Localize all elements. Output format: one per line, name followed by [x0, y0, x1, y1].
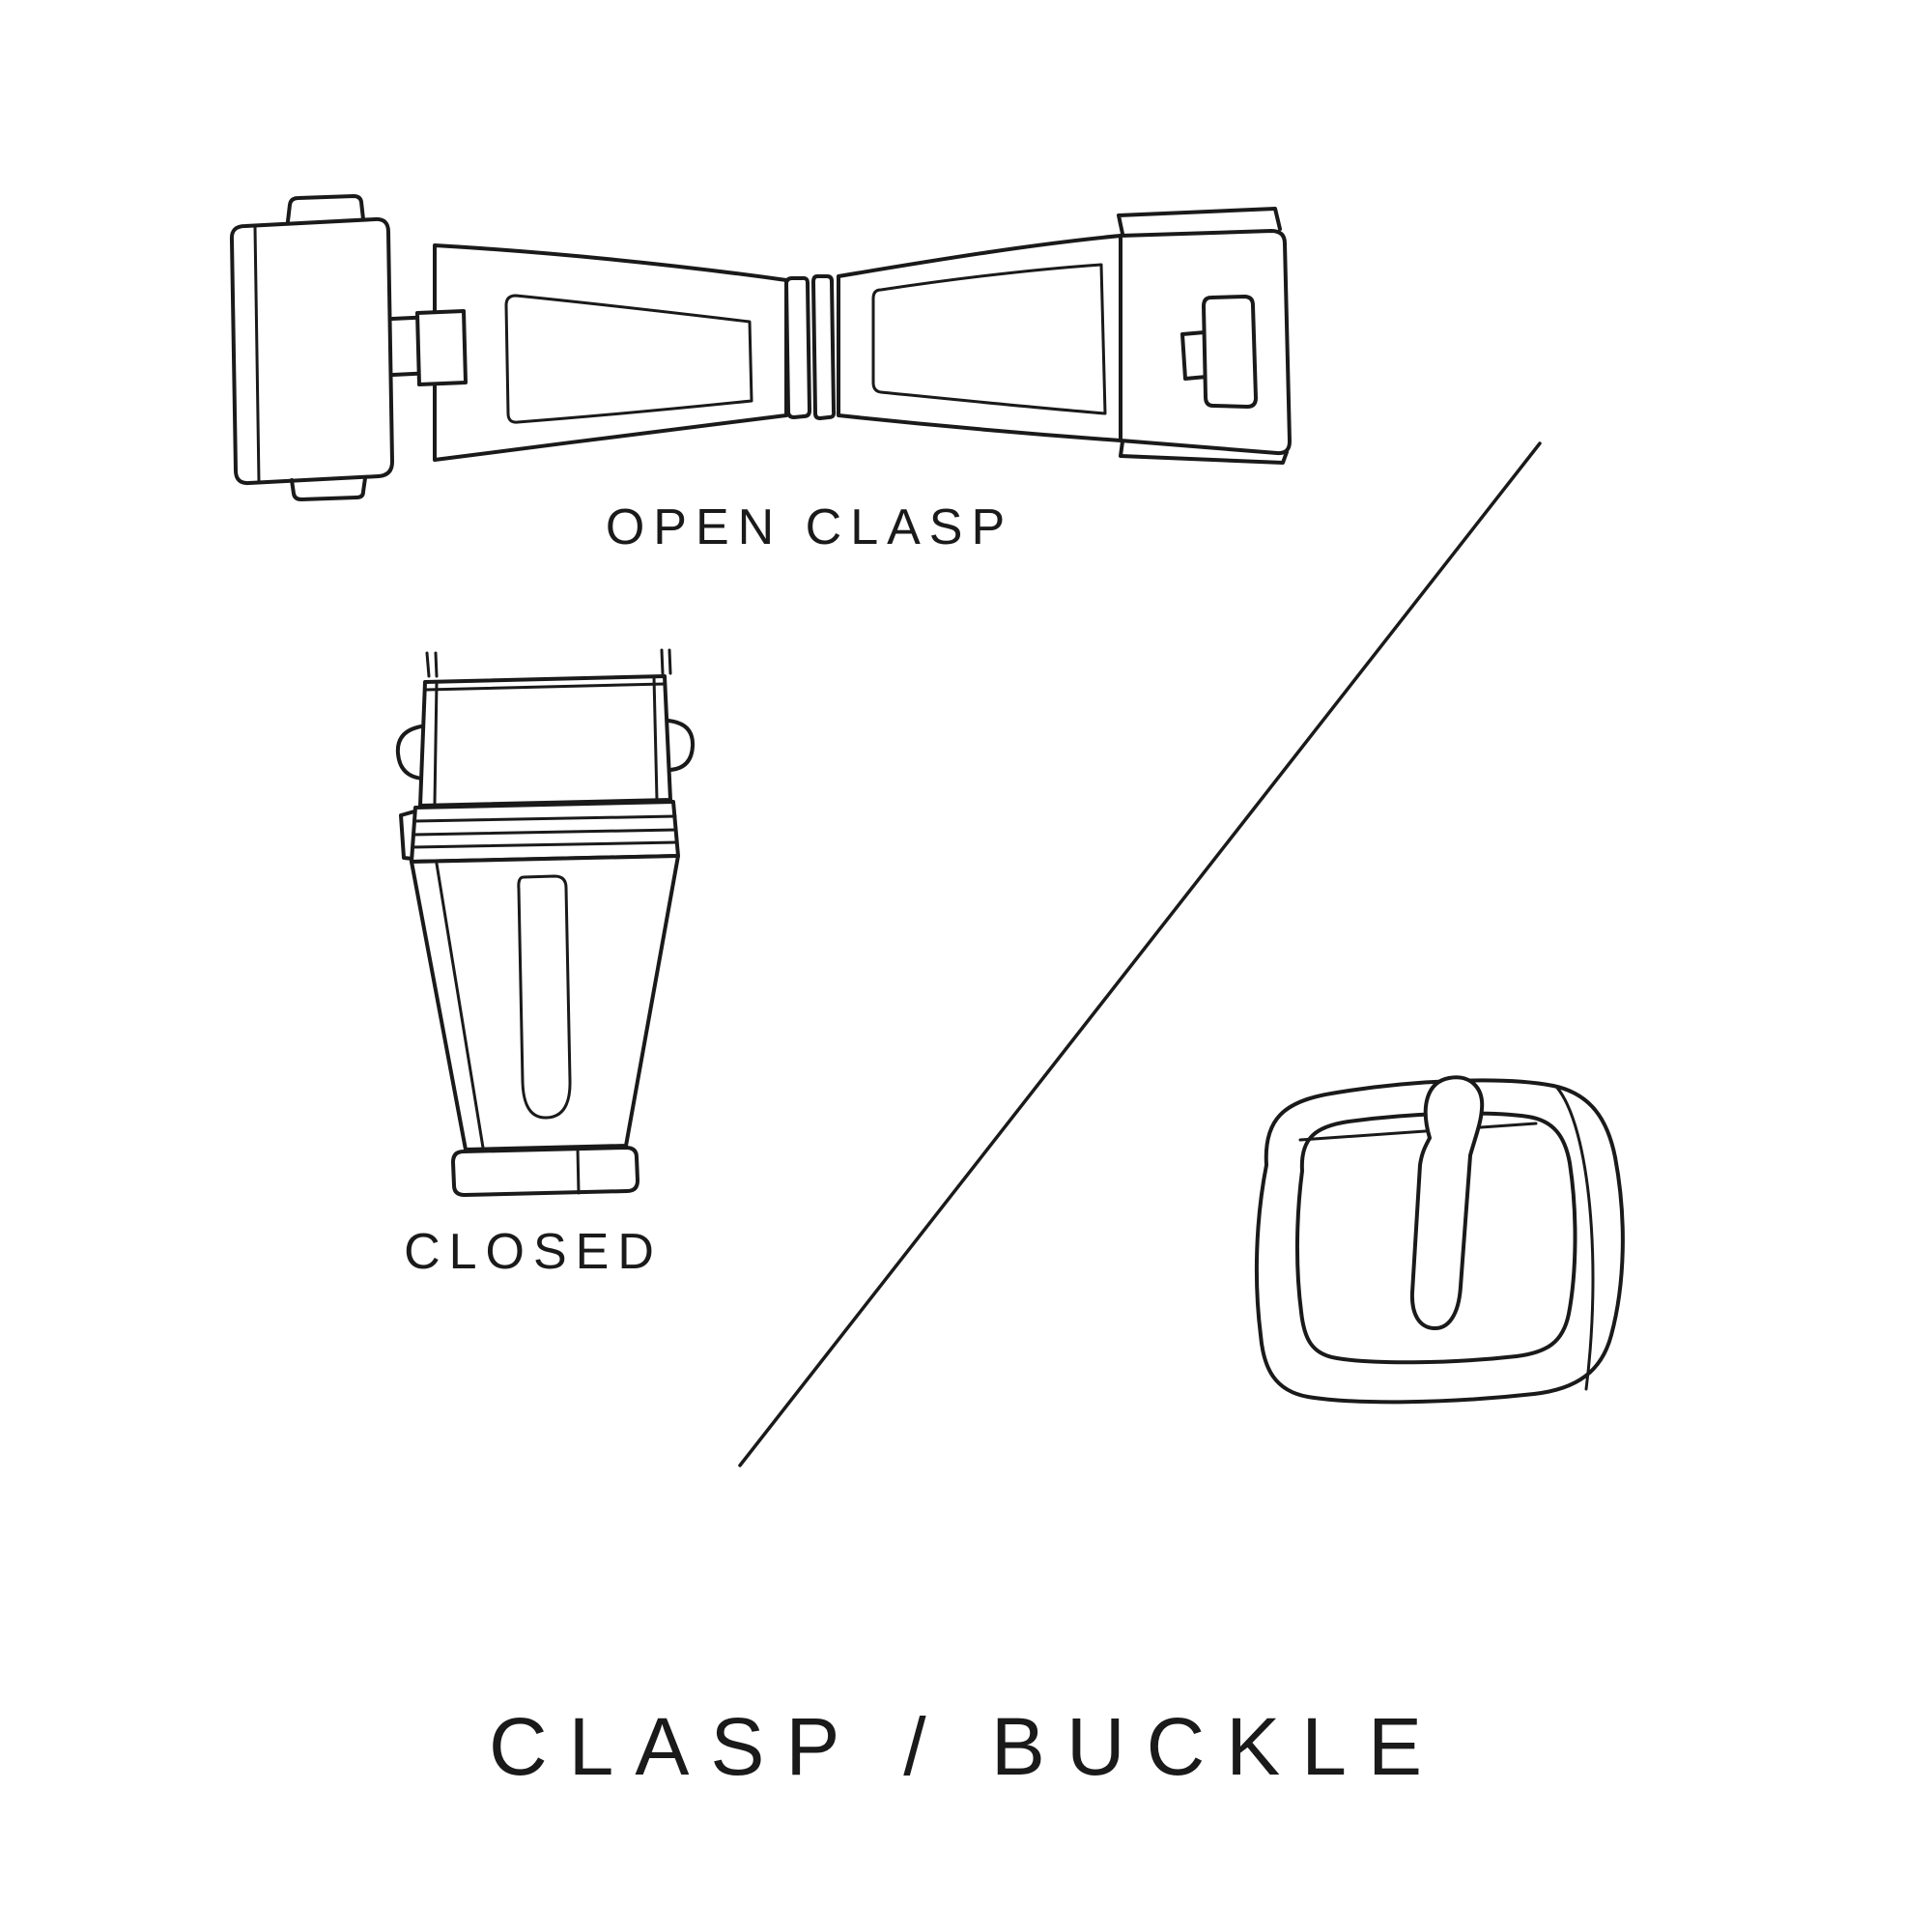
open-clasp-label: OPEN CLASP [605, 499, 1014, 555]
diagram-title: CLASP / BUCKLE [488, 1701, 1444, 1792]
closed-clasp-illustration [395, 648, 696, 1197]
divider-line [738, 441, 1542, 1467]
closed-clasp-label: CLOSED [404, 1224, 663, 1280]
open-clasp-illustration [229, 194, 1292, 501]
pin-buckle-illustration [1254, 1075, 1625, 1405]
